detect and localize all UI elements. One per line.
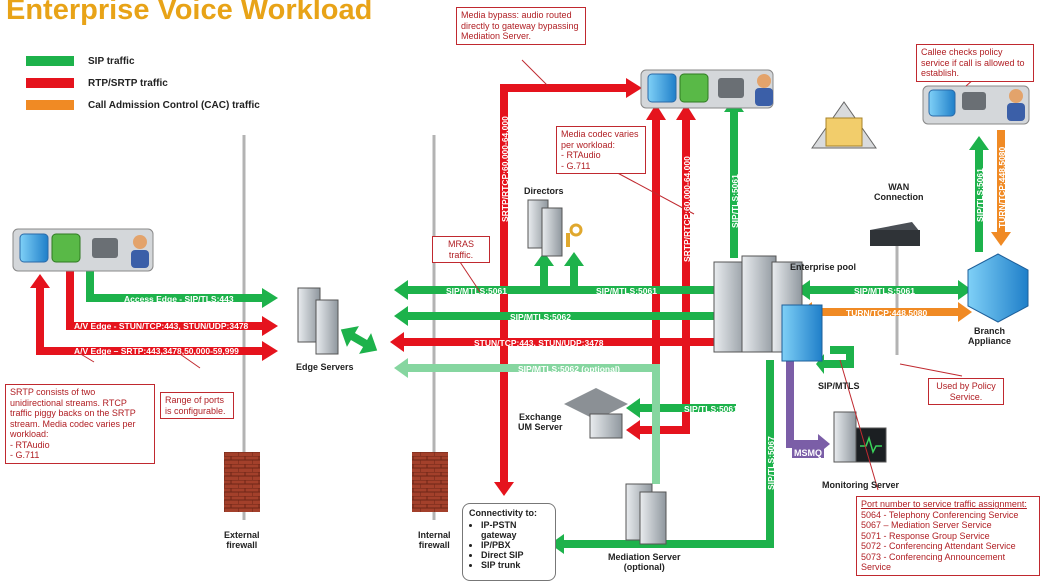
sip-tls-mediation-flow: SIP/TLS:5067 bbox=[766, 436, 776, 490]
legend-item-sip: SIP traffic bbox=[26, 55, 135, 67]
external-firewall-label: External firewall bbox=[224, 530, 260, 550]
sip-mtls-5061-flow: SIP/MTLS:5061 bbox=[446, 286, 507, 296]
media-bypass-note: Media bypass: audio routed directly to g… bbox=[456, 7, 586, 45]
sip-mtls-label: SIP/MTLS bbox=[818, 381, 860, 391]
connectivity-item: SIP trunk bbox=[481, 560, 549, 570]
connectivity-item: IP-PSTN gateway bbox=[481, 520, 549, 540]
directors-icon bbox=[527, 199, 583, 257]
legend-item-rtp: RTP/SRTP traffic bbox=[26, 77, 168, 89]
srtp-codec-flow: SRTP/RTCP:60,000-64,000 bbox=[682, 156, 692, 262]
turn-branch-flow: TURN/TCP:448,5080 bbox=[997, 146, 1007, 228]
stun-internal-flow: STUN/TCP:443, STUN/UDP:3478 bbox=[474, 338, 604, 348]
connectivity-item: IP/PBX bbox=[481, 540, 549, 550]
callout-lines bbox=[73, 59, 983, 491]
legend-swatch bbox=[26, 100, 74, 110]
msmq-arrow bbox=[786, 360, 830, 454]
port-item: 5067 – Mediation Server Service bbox=[861, 520, 992, 530]
connectivity-item: Direct SIP bbox=[481, 550, 549, 560]
legend-swatch bbox=[26, 56, 74, 66]
access-edge-flow: Access Edge - SIP/TLS:443 bbox=[124, 294, 234, 304]
exchange-um-icon bbox=[564, 388, 628, 439]
ip-phone-icon bbox=[92, 78, 986, 258]
branch-sip-mtls-flow: SIP/MTLS:5061 bbox=[854, 286, 915, 296]
sip-tls-branch-flow: SIP/TLS:5061 bbox=[975, 168, 985, 222]
optional-sip-traffic bbox=[394, 358, 660, 484]
user-icon bbox=[131, 74, 1025, 268]
callee-checks-note: Callee checks policy service if call is … bbox=[916, 44, 1034, 82]
srtp-lead: SRTP consists of two unidirectional stre… bbox=[10, 387, 136, 439]
media-codec-item: - RTAudio bbox=[561, 150, 601, 160]
connectivity-title: Connectivity to: bbox=[469, 508, 538, 518]
active-directory-icon bbox=[811, 101, 877, 149]
enterprise-pool-label: Enterprise pool bbox=[790, 262, 857, 272]
sip-mtls-5062-flow: SIP/MTLS:5062 bbox=[510, 312, 571, 322]
sip-tls-pool-flow: SIP/TLS:5061 bbox=[730, 174, 740, 228]
wan-label: WAN Connection bbox=[874, 182, 924, 202]
sip-mtls-5062-optional-flow: SIP/MTLS:5062 (optional) bbox=[518, 364, 621, 374]
port-assignment-note: Port number to service traffic assignmen… bbox=[856, 496, 1040, 576]
wan-router-icon bbox=[870, 222, 920, 246]
port-item: 5073 - Conferencing Announcement Service bbox=[861, 551, 1006, 573]
attendant-icon bbox=[51, 73, 709, 263]
srtp-note: SRTP consists of two unidirectional stre… bbox=[5, 384, 155, 464]
port-item: 5071 - Response Group Service bbox=[861, 530, 990, 541]
mras-note: MRAS traffic. bbox=[432, 236, 490, 263]
enterprise-pool-icon bbox=[713, 255, 823, 362]
monitoring-server-icon bbox=[833, 411, 887, 463]
legend-label: RTP/SRTP traffic bbox=[88, 77, 168, 89]
srtp-item: - G.711 bbox=[10, 450, 40, 460]
external-firewall-icon bbox=[224, 452, 260, 512]
mediation-server-label: Mediation Server (optional) bbox=[608, 552, 681, 572]
branch-turn-flow: TURN/TCP:448,5080 bbox=[846, 308, 928, 318]
edge-servers-icon bbox=[297, 287, 339, 355]
policy-note: Used by Policy Service. bbox=[928, 378, 1004, 405]
range-note: Range of ports is configurable. bbox=[160, 392, 234, 419]
internal-firewall-label: Internal firewall bbox=[418, 530, 451, 550]
branch-appliance-label: Branch Appliance bbox=[968, 326, 1012, 346]
mediation-server-icon bbox=[625, 483, 667, 545]
port-item: 5064 - Telephony Conferencing Service bbox=[861, 509, 1019, 520]
connectivity-box: Connectivity to: IP-PSTN gateway IP/PBX … bbox=[462, 503, 556, 581]
legend-label: SIP traffic bbox=[88, 55, 135, 67]
branch-appliance-icon bbox=[967, 253, 1029, 323]
port-assignment-title: Port number to service traffic assignmen… bbox=[861, 499, 1027, 509]
directors-label: Directors bbox=[524, 186, 564, 196]
media-codec-item: - G.711 bbox=[561, 160, 591, 171]
av-srtp-flow: A/V Edge – SRTP:443,3478,50,000-59,999 bbox=[74, 346, 239, 356]
av-stun-flow: A/V Edge - STUN/TCP:443, STUN/UDP:3478 bbox=[74, 321, 249, 331]
sip-mtls-5061-flow: SIP/MTLS:5061 bbox=[596, 286, 657, 296]
media-codec-note: Media codec varies per workload: - RTAud… bbox=[556, 126, 646, 174]
page-title: Enterprise Voice Workload bbox=[6, 0, 373, 26]
sip-tls-um-flow: SIP/TLS:5061 bbox=[684, 404, 738, 414]
legend-label: Call Admission Control (CAC) traffic bbox=[88, 99, 260, 111]
media-codec-lead: Media codec varies per workload: bbox=[561, 129, 639, 150]
exchange-um-label: Exchange UM Server bbox=[518, 412, 563, 432]
msmq-label: MSMQ bbox=[792, 448, 824, 458]
srtp-item: - RTAudio bbox=[10, 439, 50, 450]
legend-item-cac: Call Admission Control (CAC) traffic bbox=[26, 99, 260, 111]
legend-swatch bbox=[26, 78, 74, 88]
port-item: 5072 - Conferencing Attendant Service bbox=[861, 541, 1016, 551]
edge-exchange-icon bbox=[340, 326, 378, 354]
srtp-bypass-flow: SRTP/RTCP:60,000-64,000 bbox=[500, 116, 510, 222]
edge-servers-label: Edge Servers bbox=[296, 362, 354, 372]
monitoring-server-label: Monitoring Server bbox=[822, 480, 900, 490]
communicator-icon bbox=[19, 73, 956, 263]
internal-firewall-icon bbox=[412, 452, 448, 512]
